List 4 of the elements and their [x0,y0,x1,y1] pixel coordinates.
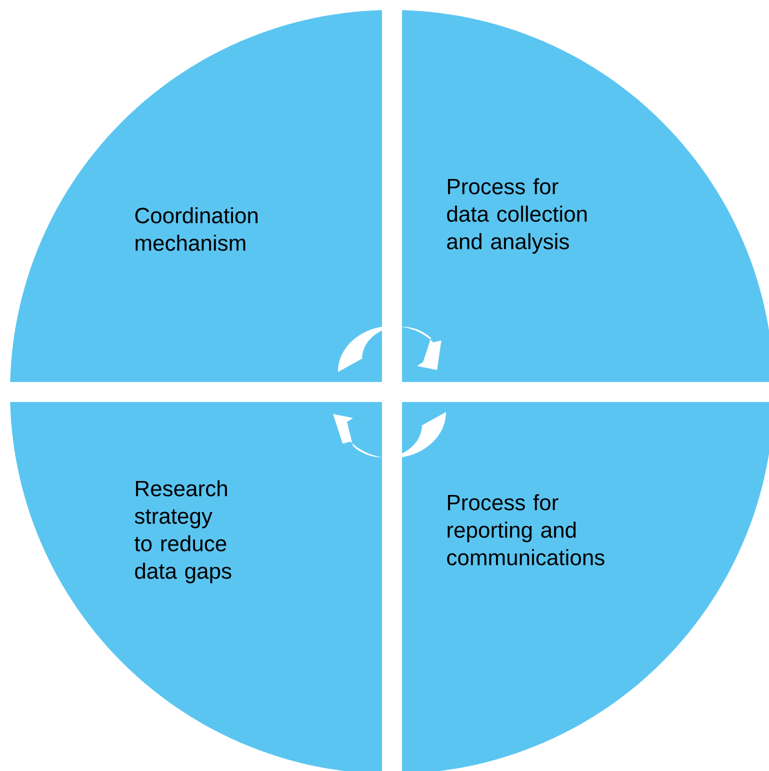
quadrant-segment: Process for data collection and analysis [402,10,769,382]
quadrant-segment: Coordination mechanism [10,10,382,382]
quadrant-segment: Process for reporting and communications [402,402,769,771]
quadrant-segment: Research strategy to reduce data gaps [10,402,382,771]
